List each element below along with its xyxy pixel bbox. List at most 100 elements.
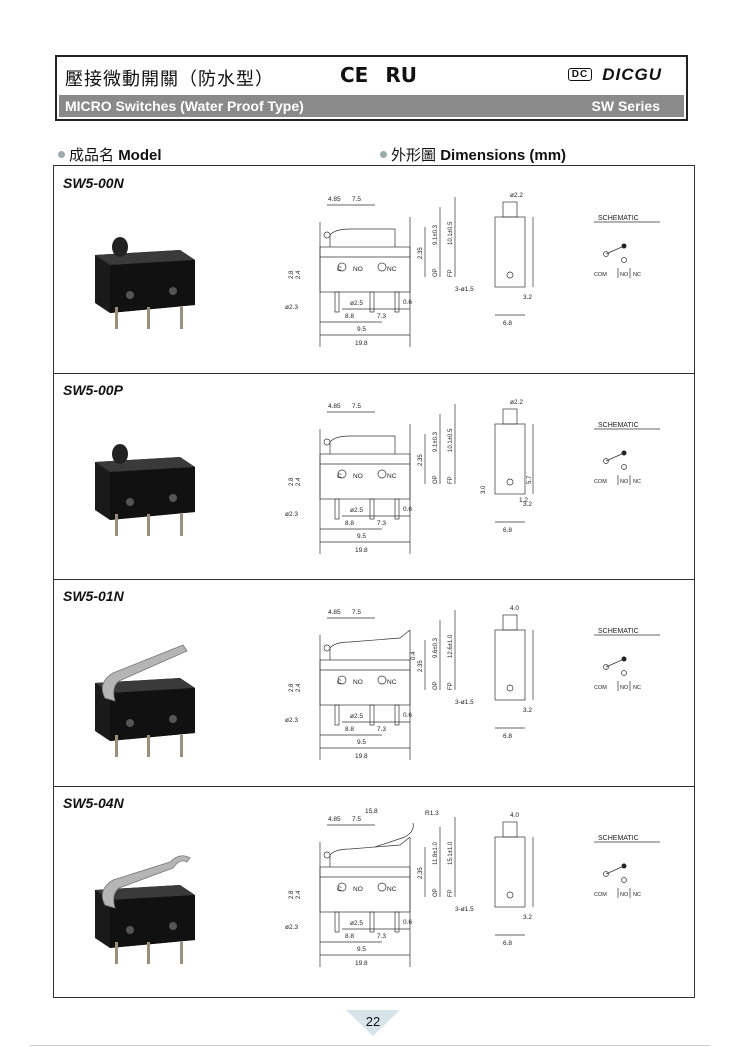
dimension-label: 2.8 [289, 683, 295, 692]
dimension-label: 7.3 [377, 520, 386, 527]
dimension-label: 4.85 [328, 609, 341, 616]
dimension-label: 7.5 [352, 609, 361, 616]
dimension-label: 2.35 [418, 867, 424, 879]
dimension-label: OP [433, 681, 439, 690]
dimension-label: NC [387, 473, 397, 480]
model-name: SW5-04N [63, 795, 124, 811]
dimension-label: C [337, 886, 342, 893]
dimension-label: 3.2 [523, 501, 532, 508]
dimension-label: NC [387, 679, 397, 686]
dimension-label: COM [594, 892, 607, 898]
dimension-label: 2.4 [296, 270, 302, 279]
dimension-label: 1.2 [519, 497, 528, 504]
dimension-label: ø2.2 [510, 399, 523, 406]
dimension-label: 7.3 [377, 933, 386, 940]
dimension-label: ø2.5 [350, 713, 363, 720]
dimension-label: FP [448, 269, 454, 277]
dimension-label: 8.8 [345, 520, 354, 527]
page-tab-icon [346, 1010, 400, 1036]
dimension-label: 6.8 [503, 320, 512, 327]
dimension-label: NO [620, 479, 629, 485]
row-divider [54, 786, 694, 787]
dimension-label: 4.0 [510, 812, 519, 819]
dimension-label: C [337, 473, 342, 480]
dimension-label: COM [594, 479, 607, 485]
dimension-label: 3.2 [523, 914, 532, 921]
catalog-table [53, 165, 695, 998]
ul-mark-icon: RU [385, 63, 417, 87]
header-series: SW Series [591, 98, 660, 114]
brand-logo-icon: DC [567, 68, 593, 81]
dimension-label: FP [448, 889, 454, 897]
dimension-label: OP [433, 475, 439, 484]
dimension-label: R1.3 [425, 810, 439, 817]
page-number: 22 [365, 1014, 381, 1029]
dimension-label: C [337, 679, 342, 686]
dimension-label: COM [594, 685, 607, 691]
dimension-label: NO [353, 886, 363, 893]
dimension-label: ø2.3 [285, 304, 298, 311]
dimension-label: FP [448, 476, 454, 484]
dimension-label: 3-ø1.5 [455, 286, 474, 293]
model-heading: 成品名 Model [58, 144, 162, 165]
dimension-label: NC [387, 886, 397, 893]
dimension-label: OP [433, 268, 439, 277]
dimension-label: 11.8±1.0 [433, 841, 439, 865]
dimension-label: 19.8 [355, 340, 368, 347]
dimension-label: 2.35 [418, 454, 424, 466]
dimension-label: 12.6±1.0 [448, 634, 454, 658]
dimensions-heading: 外形圖 Dimensions (mm) [380, 144, 566, 165]
model-name: SW5-01N [63, 588, 124, 604]
dimension-label: SCHEMATIC [598, 835, 639, 842]
dimension-label: 8.8 [345, 726, 354, 733]
row-divider [54, 579, 694, 580]
dimension-label: FP [448, 682, 454, 690]
side-view-drawing: ø2.210.23.26.83-ø1.5 [455, 192, 534, 327]
dimension-label: OP [433, 888, 439, 897]
header-subtitle: MICRO Switches (Water Proof Type) [65, 98, 304, 114]
footer-line [30, 1045, 710, 1046]
dimension-label: 10.1±0.5 [448, 428, 454, 452]
dimension-label: SCHEMATIC [598, 215, 639, 222]
dimension-label: 8.8 [345, 933, 354, 940]
side-view-drawing: ø2.210.23.26.81.25.73.0 [481, 399, 534, 534]
dimension-label: 2.35 [418, 660, 424, 672]
dimension-label: 0.6 [403, 299, 412, 306]
dimension-label: NC [633, 685, 641, 691]
dimension-label: NC [633, 272, 641, 278]
dimension-label: 19.8 [355, 547, 368, 554]
dimension-label: ø2.2 [510, 192, 523, 199]
dimension-label: 2.8 [289, 890, 295, 899]
dimension-label: 0.6 [403, 919, 412, 926]
dimension-label: ø2.3 [285, 717, 298, 724]
dimension-label: 2.4 [296, 683, 302, 692]
model-name: SW5-00P [63, 382, 123, 398]
dimension-label: 3.2 [523, 294, 532, 301]
dimension-label: SCHEMATIC [598, 422, 639, 429]
dimension-label: COM [594, 272, 607, 278]
dimension-label: 6.8 [503, 940, 512, 947]
dimension-label: 7.5 [352, 816, 361, 823]
dimension-label: ø2.5 [350, 507, 363, 514]
dimension-label: 9.5 [357, 946, 366, 953]
dimension-label: ø2.5 [350, 300, 363, 307]
dimension-label: 7.5 [352, 403, 361, 410]
dimension-label: 9.5 [357, 533, 366, 540]
row-divider [54, 373, 694, 374]
dimension-label: 0.6 [403, 712, 412, 719]
dimension-label: 2.4 [296, 890, 302, 899]
dimension-label: 2.8 [289, 270, 295, 279]
dimension-label: 4.85 [328, 196, 341, 203]
dimension-label: NO [353, 266, 363, 273]
header-title-zh: 壓接微動開關（防水型） [65, 69, 274, 90]
brand-name: DICGU [602, 65, 662, 84]
dimension-label: 15.8 [365, 808, 378, 815]
dimension-label: NO [353, 679, 363, 686]
dimension-label: NO [353, 473, 363, 480]
bullet-icon [58, 151, 65, 158]
dimension-label: 3.2 [523, 707, 532, 714]
